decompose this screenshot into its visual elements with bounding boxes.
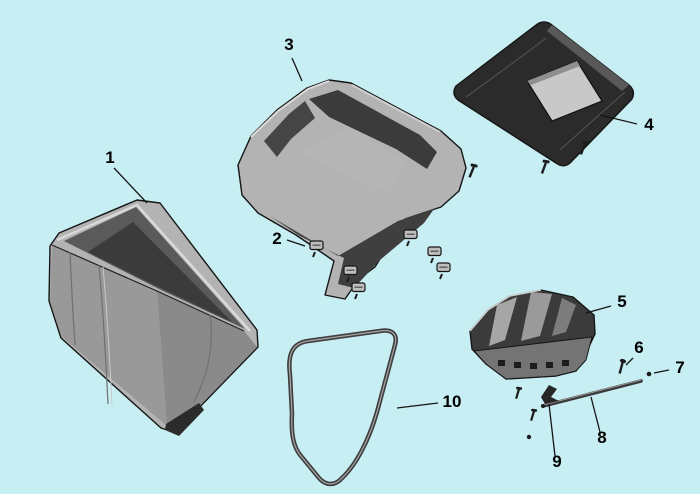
fastener-clip: [427, 246, 442, 264]
screw-shaft: [540, 162, 547, 174]
clip-pin: [354, 293, 358, 300]
part-2-label: 2: [272, 229, 281, 248]
screw-head: [542, 159, 550, 164]
part-5-leader: [585, 305, 612, 314]
cover-right-highlight: [351, 84, 441, 133]
bag-opening-shadow: [88, 222, 232, 322]
cover5-streak-left: [489, 297, 517, 346]
part-6-label: 6: [634, 338, 643, 357]
cover-top-highlight: [250, 80, 330, 138]
part-2-leader: [286, 239, 306, 247]
rod-shaft: [541, 379, 643, 408]
clip-pin: [430, 257, 434, 264]
screw-head: [619, 358, 627, 364]
latch-washer: [526, 434, 532, 440]
part-10-leader: [396, 402, 439, 409]
part-8-leader: [590, 396, 601, 433]
clip-pin: [346, 276, 350, 283]
wire-loop-highlight: [288, 329, 397, 485]
clip-pin: [406, 240, 410, 247]
part-8-label: 8: [597, 428, 606, 447]
bag-front-rim-edge: [51, 244, 245, 332]
part-4-rear-flap: [453, 21, 635, 178]
flap-screw: [468, 163, 478, 178]
bag-rim-highlight: [56, 203, 251, 332]
cover-lower-recess: [270, 209, 434, 288]
part-10-label: 10: [443, 392, 462, 411]
bag-bottom-foot: [165, 403, 204, 436]
part-4-leader: [599, 114, 638, 125]
fastener-clip: [436, 262, 451, 280]
leader-lines: [113, 57, 670, 457]
fastener-clip: [309, 240, 324, 258]
cover5-tab: [514, 362, 521, 368]
part-2-clips: [309, 229, 451, 300]
part-3-label: 3: [284, 35, 293, 54]
cover-mid-panel: [300, 128, 406, 193]
part-7-leader: [653, 369, 670, 374]
part-1-leader: [113, 167, 148, 204]
cover5-bottom-band: [472, 336, 593, 380]
rod-end-cap: [541, 404, 545, 408]
cover5-rim-highlight: [469, 289, 542, 332]
part-8-rod: [541, 379, 643, 408]
bag-crease-right: [193, 314, 212, 403]
flap-screw: [579, 140, 589, 155]
fastener-clip: [343, 265, 358, 283]
flap-contour-left: [465, 37, 547, 98]
cover5-streak-mid: [521, 292, 552, 341]
bag-seam-line-left: [98, 264, 109, 405]
latch-body: [541, 385, 559, 404]
latch-screw: [530, 408, 538, 422]
screw-shaft: [618, 362, 624, 374]
bag-seam-line-far-left: [69, 251, 76, 346]
clip-pin: [312, 251, 316, 258]
latch-screw: [515, 386, 523, 400]
part-6-screw: [618, 358, 627, 374]
bag-seam-highlight: [102, 266, 113, 406]
screw-shaft: [515, 388, 521, 400]
screw-head: [531, 408, 538, 412]
part-7-label: 7: [675, 358, 684, 377]
part-3-leader: [291, 57, 303, 82]
part-10-wire-frame: [287, 328, 398, 487]
clip-pin: [439, 273, 443, 280]
bag-front-right-face: [157, 291, 257, 432]
part-5-lower-cover: [469, 289, 596, 380]
screw-shaft: [579, 143, 586, 155]
part-9-label: 9: [552, 452, 561, 471]
part-3-upper-cover: [237, 79, 467, 300]
flap-contour-right: [559, 91, 626, 151]
part-1-label: 1: [105, 148, 114, 167]
screw-head: [470, 163, 478, 168]
part-5-label: 5: [617, 292, 626, 311]
screw-shaft: [530, 410, 536, 422]
part-9-leader: [548, 403, 556, 457]
cover-center-recess: [309, 90, 437, 169]
part-6-leader: [625, 357, 634, 366]
part-7-pin: [646, 371, 652, 377]
part-labels: 1 2 3 4 5 6 7 8 9 10: [105, 35, 684, 471]
flap-window-shadow: [527, 61, 580, 85]
screw-shaft: [468, 166, 475, 178]
part-1-grass-bag: [48, 199, 259, 436]
fastener-clip: [351, 282, 366, 300]
flap-screw: [540, 159, 550, 174]
part-4-label: 4: [644, 115, 654, 134]
cover5-streak-right: [552, 298, 576, 336]
cover5-tab: [562, 360, 569, 366]
rod-highlight: [542, 379, 642, 406]
screw-head: [581, 140, 589, 145]
cover-left-pocket: [264, 101, 315, 157]
cover5-tab: [546, 362, 553, 368]
flap-top-edge: [547, 25, 629, 91]
screw-head: [516, 386, 523, 390]
fastener-clip: [403, 229, 418, 247]
cover5-tab: [498, 360, 505, 366]
part-9-latch: [515, 385, 559, 440]
cover5-tab: [530, 363, 537, 369]
